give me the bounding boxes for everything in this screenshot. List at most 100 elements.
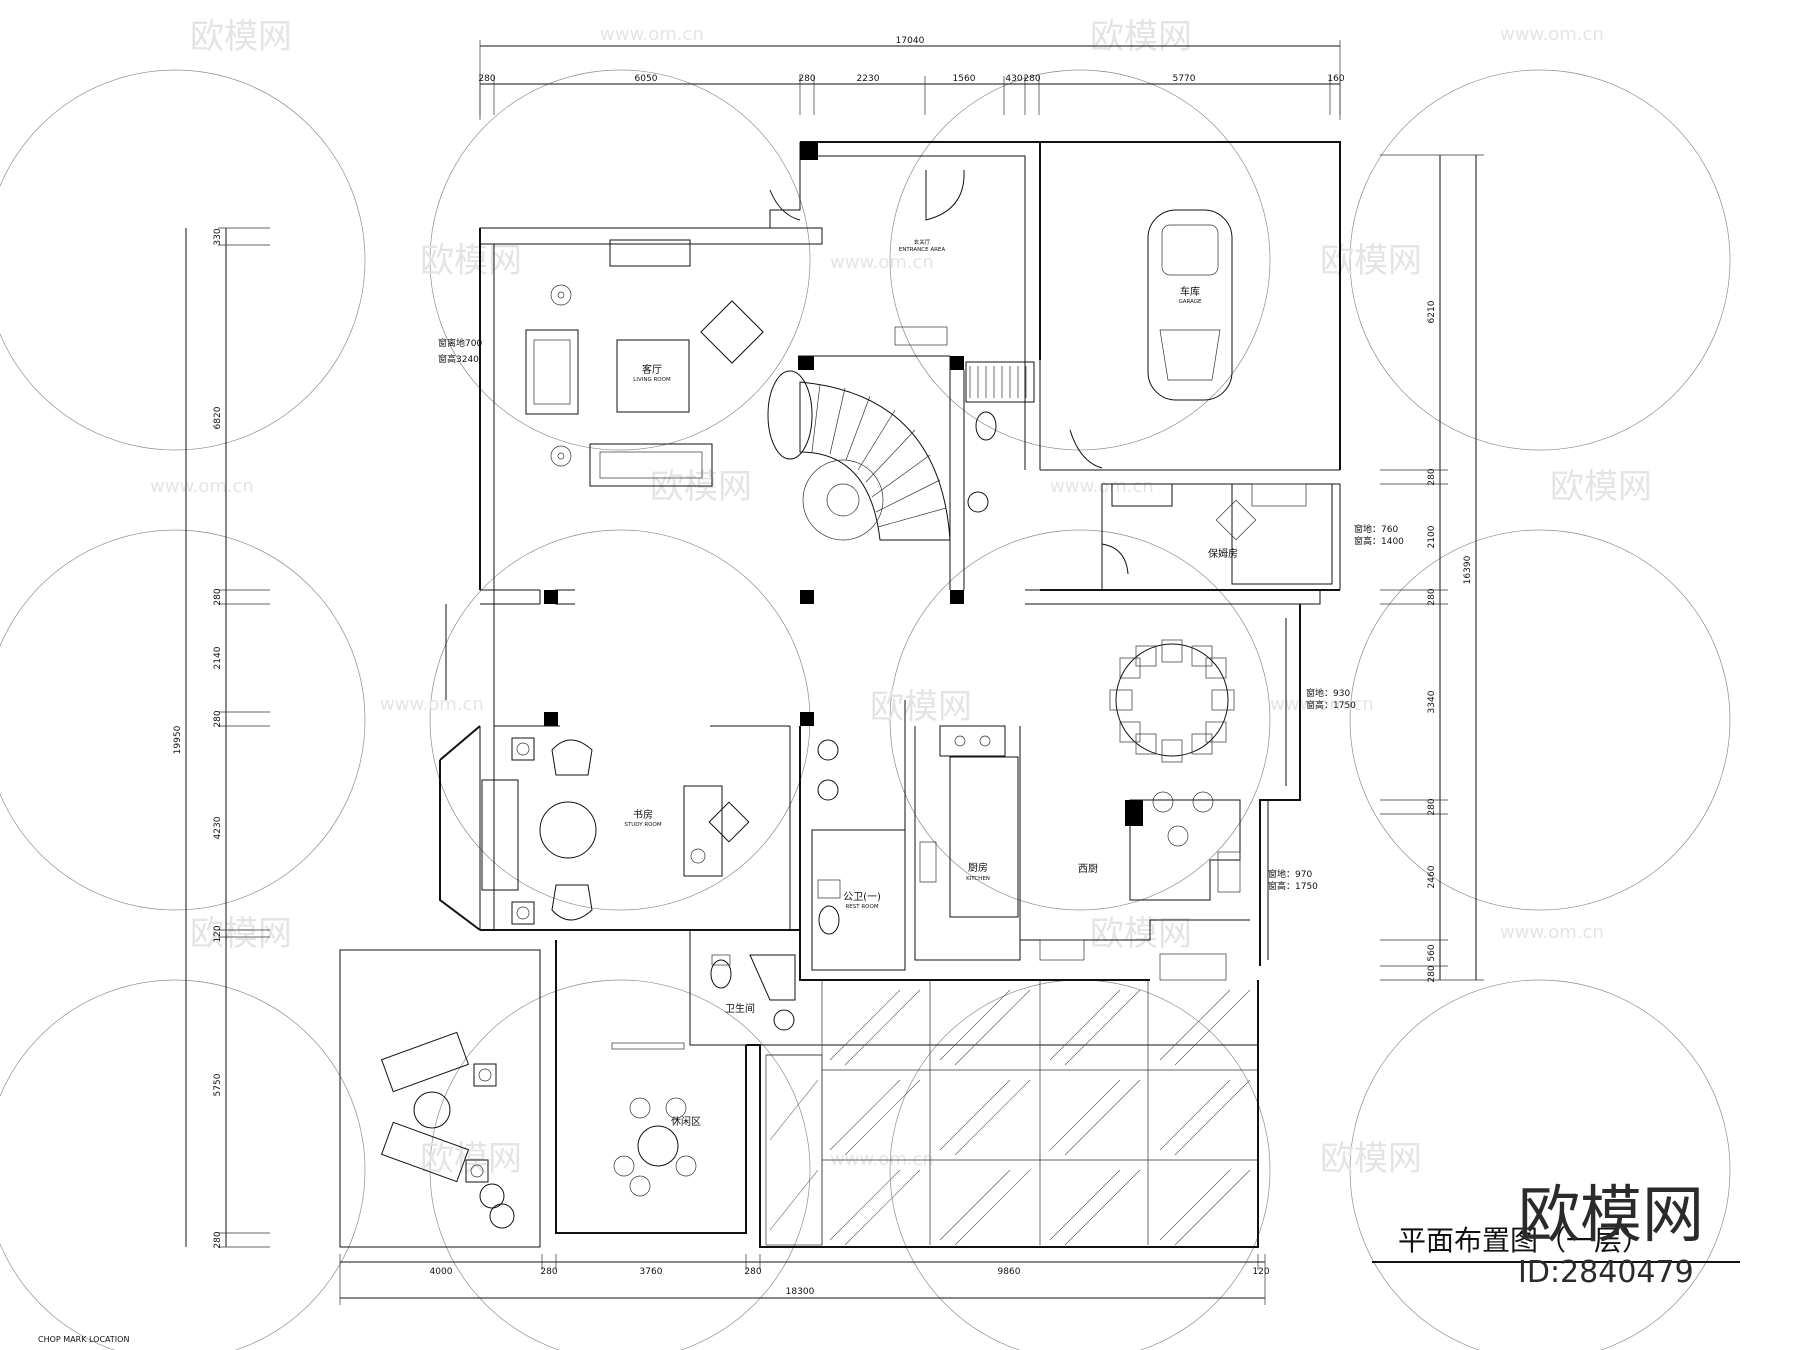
dim-top-3: 280 [798,74,815,84]
living-window-sill: 窗离地700 [438,337,482,349]
dim-top-2: 6050 [635,74,658,84]
dim-left-7: 120 [213,925,223,942]
western-kitchen-label: 西厨 [1078,863,1098,875]
dim-right-total: 16390 [1463,555,1473,584]
corner-label: CHOP MARK LOCATION [38,1335,129,1344]
dim-left-2: 6820 [213,406,223,429]
left-dimensions: 19950 330 6820 280 2140 280 4230 120 575… [173,227,270,1249]
nanny-window-height: 窗高：1400 [1354,535,1404,547]
dim-left-total: 19950 [173,725,183,754]
watermark-brand: 欧模网 [1550,467,1652,507]
dim-left-3: 280 [213,588,223,605]
watermark-brand: 欧模网 [650,467,752,507]
watermark-url: www.om.cn [380,694,484,715]
watermark-url: www.om.cn [600,24,704,45]
dim-bottom-total: 18300 [786,1287,815,1297]
watermark-brand: 欧模网 [870,687,972,727]
watermark-url: www.om.cn [1270,694,1374,715]
study-label-cn: 书房 [633,808,653,821]
dim-left-1: 330 [213,228,223,245]
dim-right-3: 2100 [1427,525,1437,548]
dim-top-6: 430 [1005,74,1022,84]
watermark-brand: 欧模网 [190,17,292,57]
sofa [525,329,579,415]
sofa-long [589,443,713,487]
dim-top-9: 160 [1327,74,1344,84]
dim-right-5: 3340 [1427,690,1437,713]
nanny-label-cn: 保姆房 [1208,547,1238,560]
dim-right-8: 560 [1427,944,1437,961]
living-window-height: 窗高3240 [438,353,479,365]
restroom-label-cn: 公卫(一) [843,892,881,903]
west-window-sill: 窗地：970 [1268,868,1312,880]
entrance-label-en: ENTRANCE AREA [899,247,946,253]
spiral-staircase [767,370,951,541]
dim-bottom-1: 4000 [430,1267,453,1277]
study-label-en: STUDY ROOM [624,822,661,828]
watermark-brand: 欧模网 [1320,1139,1422,1179]
watermark-brand: 欧模网 [1320,241,1422,281]
study-sofa [481,779,519,891]
dim-top-7: 280 [1023,74,1040,84]
dim-right-4: 280 [1427,588,1437,605]
walls [339,141,1341,1248]
dim-left-9: 280 [213,1231,223,1248]
dim-left-8: 5750 [213,1073,223,1096]
dim-bottom-3: 3760 [640,1267,663,1277]
dim-top-8: 5770 [1173,74,1196,84]
dim-top-5: 1560 [953,74,976,84]
dim-left-4: 2140 [213,646,223,669]
window-notes: 窗离地700 窗高3240 窗地：760 窗高：1400 窗地：930 窗高：1… [438,337,1404,892]
dim-bottom-2: 280 [540,1267,557,1277]
entrance-label-cn: 玄关厅 [914,238,931,246]
dim-right-2: 280 [1427,468,1437,485]
nanny-window-sill: 窗地：760 [1354,523,1398,535]
drawing-title: 平面布置图（一层） [1398,1224,1650,1257]
dim-top-1: 280 [478,74,495,84]
kitchen-label-cn: 厨房 [968,861,988,874]
right-dimensions: 16390 6210 280 2100 280 3340 280 2460 56… [1380,154,1484,983]
garage-label-cn: 车库 [1180,285,1200,298]
restroom-label-en: REST ROOM [845,904,878,910]
watermark-url: www.om.cn [150,476,254,497]
watermark-brand: 欧模网 [1090,914,1192,954]
dim-top-total: 17040 [896,36,925,46]
bathroom-label: 卫生间 [725,1002,755,1015]
leisure-label: 休闲区 [671,1115,701,1128]
watermark-url: www.om.cn [1500,24,1604,45]
watermark-url: www.om.cn [830,252,934,273]
watermark-logo: 欧模网 [1518,1178,1704,1251]
dim-left-5: 280 [213,710,223,727]
dim-bottom-5: 9860 [998,1267,1021,1277]
dim-bottom-6: 120 [1252,1267,1269,1277]
living-label-en: LIVING ROOM [633,377,671,383]
watermark-brand: 欧模网 [420,241,522,281]
top-dimensions: 17040 280 6050 280 2230 1560 430 280 577… [478,36,1345,120]
car [1147,209,1233,401]
background-watermark: 欧模网 欧模网 www.om.cn www.om.cn 欧模网 欧模网 www.… [0,17,1731,1350]
watermark-url: www.om.cn [830,1149,934,1170]
dining-table [1109,639,1235,763]
garage-label-en: GARAGE [1178,299,1202,305]
dining-window-height: 窗高：1750 [1306,699,1356,711]
coffee-table [616,339,690,413]
dim-top-4: 2230 [857,74,880,84]
watermark-url: www.om.cn [1500,922,1604,943]
kitchen-label-en: KITCHEN [966,876,990,882]
watermark-brand: 欧模网 [1090,17,1192,57]
dim-right-1: 6210 [1427,300,1437,323]
furniture [380,169,1333,1229]
room-labels: 玄关厅 ENTRANCE AREA 客厅 LIVING ROOM 车库 GARA… [624,238,1238,1128]
bottom-dimensions: 4000 280 3760 280 9860 120 18300 [339,1254,1270,1305]
watermark-id: ID:2840479 [1518,1255,1694,1290]
dim-right-9: 280 [1427,965,1437,982]
watermark-brand: 欧模网 [190,914,292,954]
dining-window-sill: 窗地：930 [1306,687,1350,699]
dim-bottom-4: 280 [744,1267,761,1277]
dim-right-7: 2460 [1427,865,1437,888]
dim-right-6: 280 [1427,798,1437,815]
west-window-height: 窗高：1750 [1268,880,1318,892]
living-label-cn: 客厅 [642,363,662,376]
dim-left-6: 4230 [213,816,223,839]
